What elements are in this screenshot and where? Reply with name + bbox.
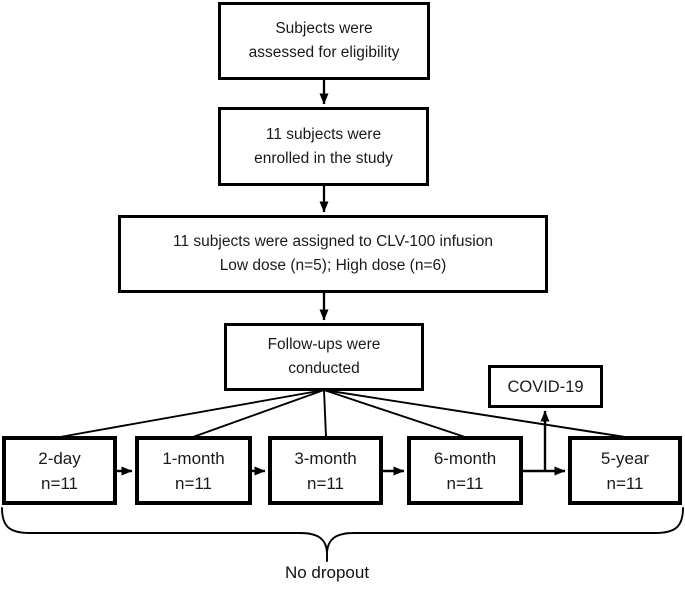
fan-line-to-3month [323, 389, 327, 438]
box-text-line: 11 subjects were [265, 125, 382, 143]
box-timepoint-6month: 6-month n=11 [407, 436, 523, 505]
timepoint-label: 2-day [38, 448, 81, 468]
box-text-line: 11 subjects were assigned to CLV-100 inf… [173, 233, 493, 250]
box-text-line: Follow-ups were [267, 336, 381, 353]
box-text-line: enrolled in the study [254, 149, 393, 167]
box-enrolled: 11 subjects were enrolled in the study [218, 107, 429, 186]
timepoint-count: n=11 [306, 473, 345, 493]
box-text-line: COVID-19 [507, 377, 584, 396]
no-dropout-brace [1, 507, 684, 562]
fan-line-to-6month [323, 389, 466, 438]
timepoint-count: n=11 [606, 473, 644, 493]
timepoint-label: 3-month [294, 448, 357, 468]
timepoint-label: 6-month [433, 448, 497, 468]
brace-left-half [1, 507, 328, 562]
box-covid-19: COVID-19 [488, 365, 603, 408]
box-timepoint-5year: 5-year n=11 [568, 436, 682, 505]
box-timepoint-3month: 3-month n=11 [268, 436, 383, 505]
box-assessed-eligibility: Subjects were assessed for eligibility [218, 2, 430, 80]
fan-line-to-2day [59, 389, 325, 438]
fan-line-to-1month [192, 389, 325, 438]
box-timepoint-2day: 2-day n=11 [2, 436, 117, 505]
timepoint-label: 5-year [600, 448, 650, 468]
box-followups-conducted: Follow-ups were conducted [224, 323, 424, 391]
fan-lines [59, 389, 626, 438]
box-text-line: assessed for eligibility [248, 44, 400, 61]
fan-line-to-5year [323, 389, 626, 438]
timepoint-count: n=11 [446, 473, 484, 493]
brace-right-half [326, 507, 684, 553]
box-timepoint-1month: 1-month n=11 [135, 436, 252, 505]
timepoint-arrows [116, 410, 566, 476]
timepoint-label: 1-month [162, 448, 225, 468]
timepoint-count: n=11 [174, 473, 213, 493]
box-assigned-infusion: 11 subjects were assigned to CLV-100 inf… [118, 215, 548, 293]
box-text-line: Subjects were [275, 20, 373, 37]
no-dropout-label: No dropout [284, 563, 370, 582]
timepoint-count: n=11 [40, 473, 79, 493]
box-text-line: conducted [288, 360, 360, 377]
box-text-line: Low dose (n=5); High dose (n=6) [219, 257, 447, 274]
